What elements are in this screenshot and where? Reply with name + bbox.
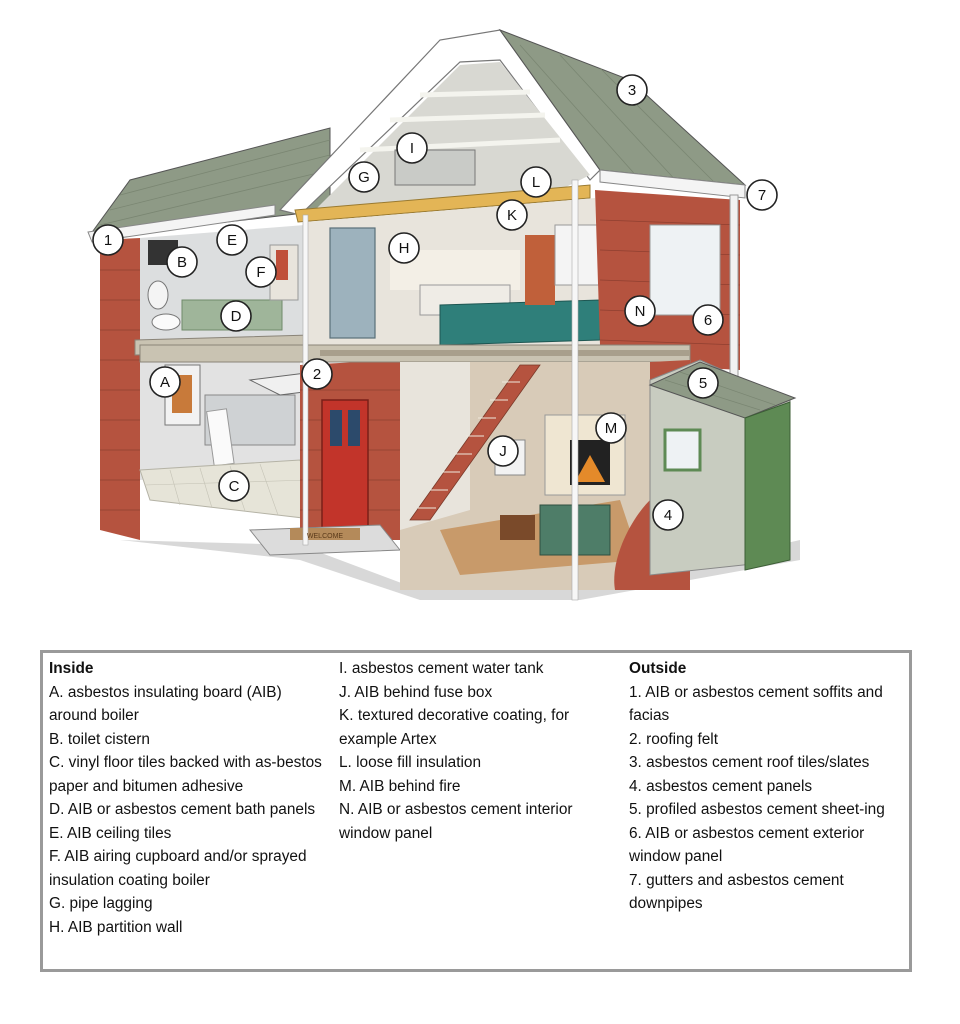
marker-label: F: [256, 264, 265, 281]
marker-label: 5: [699, 375, 707, 392]
legend-heading-inside: Inside: [49, 660, 94, 677]
legend-item-5: 5. profiled asbestos cement sheet-ing: [629, 801, 885, 818]
marker-f: F: [245, 256, 277, 288]
marker-n: N: [624, 295, 656, 327]
marker-label: N: [635, 303, 646, 320]
marker-label: 2: [313, 366, 321, 383]
legend-item-n: N. AIB or asbestos cement interior windo…: [339, 801, 573, 842]
legend-item-c: C. vinyl floor tiles backed with as-best…: [49, 754, 322, 795]
marker-label: I: [410, 140, 414, 157]
marker-l: L: [520, 166, 552, 198]
marker-d: D: [220, 300, 252, 332]
legend-column-inside-continued: I. asbestos cement water tank J. AIB beh…: [339, 657, 619, 845]
legend-item-f: F. AIB airing cupboard and/or sprayed in…: [49, 848, 307, 889]
legend-item-6: 6. AIB or asbestos cement exterior windo…: [629, 824, 865, 866]
marker-j: J: [487, 435, 519, 467]
legend-item-d: D. AIB or asbestos cement bath panels: [49, 801, 316, 818]
marker-label: 4: [664, 507, 672, 524]
marker-5: 5: [687, 367, 719, 399]
marker-label: E: [227, 232, 237, 249]
marker-2: 2: [301, 358, 333, 390]
legend-box: Inside A. asbestos insulating board (AIB…: [40, 650, 912, 972]
house-illustration: [87, 28, 800, 601]
legend-item-4: 4. asbestos cement panels: [629, 777, 813, 795]
marker-3: 3: [616, 74, 648, 106]
legend-item-j: J. AIB behind fuse box: [339, 683, 493, 701]
marker-label: D: [231, 308, 242, 325]
legend-item-a: A. asbestos insulating board (AIB) aroun…: [49, 683, 282, 725]
marker-label: J: [499, 443, 507, 460]
marker-6: 6: [692, 304, 724, 336]
marker-1: 1: [92, 224, 124, 256]
marker-h: H: [388, 232, 420, 264]
legend-item-7: 7. gutters and asbestos cement downpipes: [629, 871, 844, 913]
marker-a: A: [149, 366, 181, 398]
marker-label: L: [532, 174, 540, 191]
marker-label: B: [177, 254, 187, 271]
legend-item-1: 1. AIB or asbestos cement soffits and fa…: [629, 683, 883, 725]
marker-i: I: [396, 132, 428, 164]
marker-7: 7: [746, 179, 778, 211]
marker-label: A: [160, 374, 170, 391]
marker-label: G: [358, 169, 370, 186]
legend-item-i: I. asbestos cement water tank: [339, 660, 544, 677]
marker-label: 7: [758, 187, 766, 204]
marker-g: G: [348, 161, 380, 193]
legend-heading-outside: Outside: [629, 660, 687, 677]
marker-b: B: [166, 246, 198, 278]
marker-k: K: [496, 199, 528, 231]
door-mat-text: WELCOME: [307, 533, 344, 540]
marker-label: C: [229, 478, 240, 495]
marker-label: H: [399, 240, 410, 257]
marker-e: E: [216, 224, 248, 256]
marker-label: M: [605, 420, 618, 437]
marker-label: 3: [628, 82, 636, 99]
legend-item-2: 2. roofing felt: [629, 730, 718, 748]
marker-m: M: [595, 412, 627, 444]
marker-label: 1: [104, 232, 112, 249]
legend-item-l: L. loose fill insulation: [339, 754, 482, 771]
marker-label: 6: [704, 312, 712, 329]
legend-item-k: K. textured decorative coating, for exam…: [339, 707, 570, 748]
legend-column-inside: Inside A. asbestos insulating board (AIB…: [49, 657, 331, 939]
legend-item-e: E. AIB ceiling tiles: [49, 824, 172, 842]
legend-item-b: B. toilet cistern: [49, 730, 150, 748]
marker-4: 4: [652, 499, 684, 531]
legend-column-outside: Outside 1. AIB or asbestos cement soffit…: [629, 657, 911, 916]
marker-label: K: [507, 207, 517, 224]
legend-item-g: G. pipe lagging: [49, 895, 153, 912]
legend-item-m: M. AIB behind fire: [339, 777, 461, 795]
legend-item-h: H. AIB partition wall: [49, 918, 183, 936]
legend-item-3: 3. asbestos cement roof tiles/slates: [629, 754, 870, 771]
marker-c: C: [218, 470, 250, 502]
